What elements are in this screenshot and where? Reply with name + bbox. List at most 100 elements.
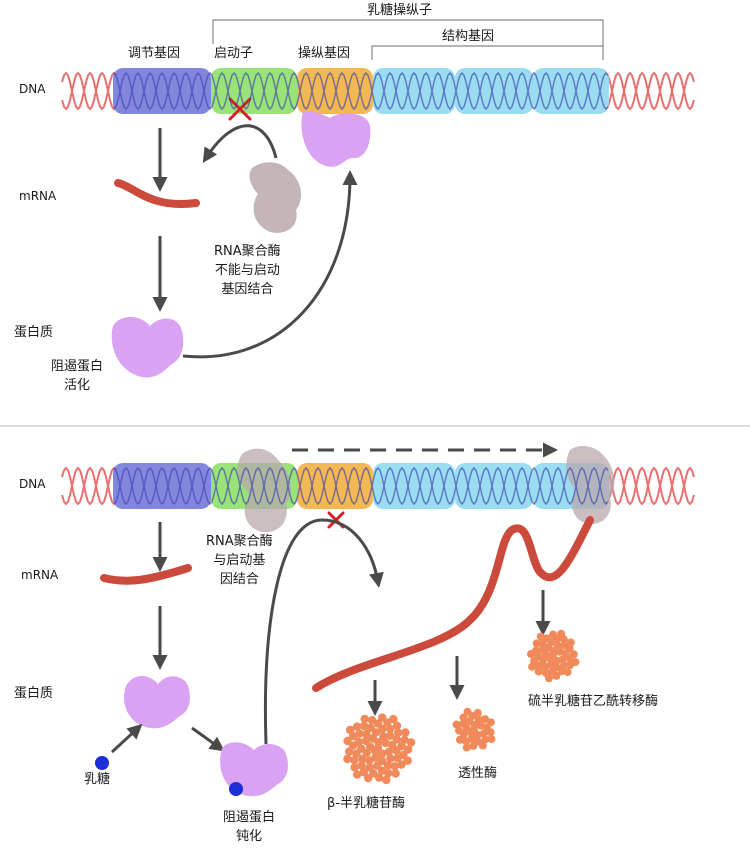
structural-genes-label: 结构基因 (442, 29, 495, 44)
enzyme-bead (481, 735, 490, 744)
rna-polymerase-top (249, 162, 302, 233)
repressor-active-label: 阻遏蛋白 活化 (51, 359, 104, 393)
enzyme-bead (455, 735, 464, 744)
row-label-mrna-top: mRNA (19, 189, 57, 203)
arrow-to-inactive-repressor (191, 726, 225, 752)
enzyme-bead (383, 761, 393, 770)
enzyme-bead (569, 650, 578, 659)
enzyme-bead (379, 732, 388, 741)
enzyme-bead (384, 747, 393, 757)
enzyme-bead (403, 756, 412, 765)
dna-helix-top (61, 71, 695, 111)
enzyme-bead (389, 714, 398, 724)
enzyme-bead (553, 641, 562, 650)
enzyme-bead (462, 737, 471, 746)
rna-polymerase-end (566, 446, 615, 525)
regulator-gene-label: 调节基因 (128, 46, 181, 61)
enzyme-bead (348, 732, 358, 741)
enzyme-bead (528, 662, 537, 671)
enzyme-bead (359, 721, 369, 731)
repressor-bound-operator (301, 111, 371, 167)
enzyme-bead (476, 721, 485, 730)
enzyme-bead (403, 745, 413, 754)
repressor-protein-active (111, 317, 184, 378)
repressor-protein-bottom (124, 675, 190, 729)
structural-gene-segment-1 (373, 68, 455, 114)
enzyme-bead (392, 735, 401, 744)
repressor-inactive-label: 阻遏蛋白 钝化 (223, 810, 276, 844)
permease-label: 透性酶 (458, 766, 498, 781)
enzyme-bead (552, 671, 561, 680)
enzyme-bead (474, 715, 483, 724)
enzyme-bead (345, 725, 355, 735)
rna-polymerase-bound (237, 448, 292, 533)
enzyme-bead (345, 747, 354, 756)
enzyme-bead (350, 763, 359, 772)
enzyme-bead (361, 736, 370, 746)
rnap-blocked-arrow (202, 124, 278, 164)
enzyme-bead (473, 708, 482, 717)
arrow-repressor-to-operator (182, 170, 358, 359)
enzyme-bead (459, 719, 468, 728)
enzyme-bead (358, 754, 367, 764)
enzyme-bead (377, 766, 387, 775)
enzyme-bead (350, 756, 359, 765)
enzyme-bead (541, 663, 550, 671)
enzyme-bead (352, 722, 362, 731)
enzyme-bead (557, 667, 566, 676)
enzyme-bead (406, 738, 416, 747)
promoter-label: 启动子 (214, 46, 254, 61)
enzyme-bead (348, 741, 358, 750)
enzyme-bead (381, 738, 390, 748)
enzyme-bead (366, 723, 375, 732)
enzyme-bead (367, 716, 377, 725)
enzyme-bead (384, 769, 393, 778)
structural-gene-segment-3 (533, 68, 609, 114)
enzyme-bead (462, 743, 471, 752)
dna-helix-bottom (61, 466, 695, 506)
enzyme-bead (392, 721, 402, 730)
enzyme-bead (532, 639, 541, 648)
enzyme-bead (481, 715, 489, 724)
enzyme-bead (386, 754, 395, 763)
enzyme-bead (373, 719, 383, 728)
operator-segment (297, 68, 373, 114)
lactose-label: 乳糖 (84, 772, 111, 787)
enzyme-bead (549, 630, 558, 639)
enzyme-bead (386, 724, 395, 734)
beta-galactosidase-label: β-半乳糖苷酶 (327, 796, 405, 811)
enzyme-bead (459, 713, 468, 722)
enzyme-bead (486, 718, 495, 727)
enzyme-bead (394, 728, 403, 737)
inner-helix-strands (113, 466, 609, 506)
enzyme-bead (536, 632, 545, 641)
enzyme-bead (391, 769, 400, 778)
enzyme-bead (563, 668, 572, 677)
rnap-binds-note: RNA聚合酶 与启动基 因结合 (206, 534, 273, 587)
structural-gene-segment-b1 (373, 463, 455, 509)
enzyme-bead (478, 741, 487, 750)
row-label-mrna-bottom: mRNA (21, 568, 59, 582)
enzyme-bead (545, 674, 553, 683)
regulator-gene-segment-b (113, 463, 211, 509)
transacetylase-beads (527, 629, 580, 683)
enzyme-bead (487, 735, 496, 744)
enzyme-bead (397, 760, 406, 769)
enzyme-bead (378, 749, 387, 758)
arrow-lactose-to-repressor (110, 723, 143, 754)
enzyme-bead (557, 629, 566, 638)
enzyme-bead (357, 761, 366, 770)
mrna-strand-bottom (100, 564, 192, 585)
beta-galactosidase-beads (343, 713, 416, 785)
enzyme-bead (365, 756, 374, 765)
enzyme-bead (571, 658, 580, 667)
enzyme-bead (378, 713, 387, 722)
block-x-mark-top (228, 97, 252, 121)
structural-genes-bracket (371, 45, 603, 60)
enzyme-bead (400, 735, 409, 744)
enzyme-bead (362, 729, 371, 739)
enzyme-bead (566, 638, 575, 647)
operon-bracket (212, 19, 604, 60)
enzyme-bead (343, 736, 352, 746)
enzyme-bead (559, 661, 568, 670)
